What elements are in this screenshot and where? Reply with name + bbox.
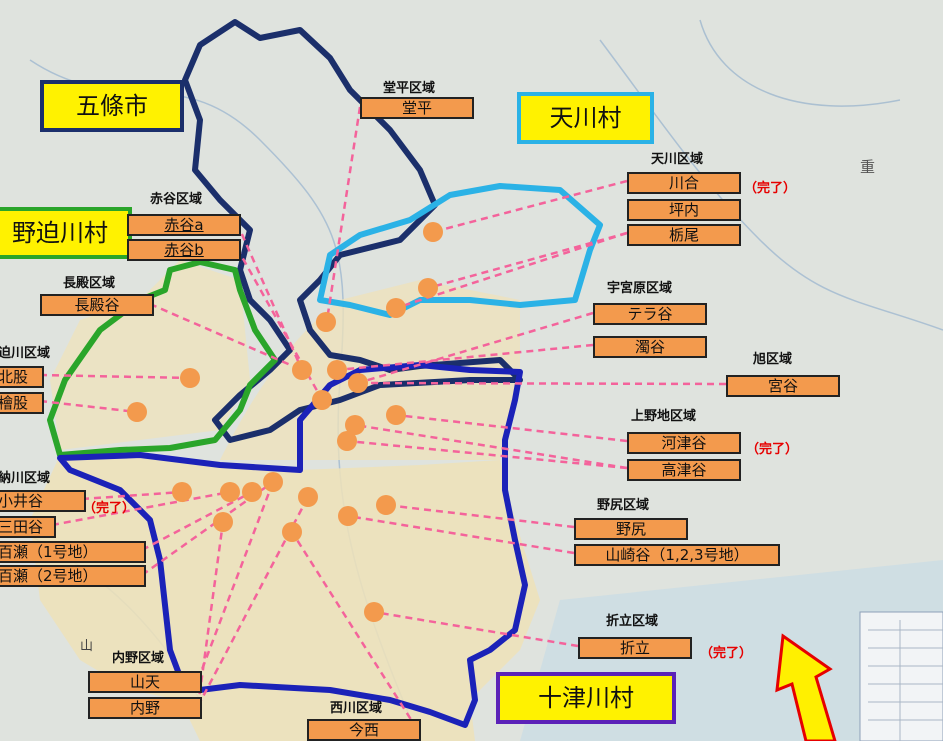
utsuhara-district-title: 宇宮原区域 <box>607 281 673 296</box>
dam-site-marker <box>364 602 384 622</box>
dam-site-marker <box>376 495 396 515</box>
dam-site-marker <box>327 360 347 380</box>
nojiri-site-box: 野尻 <box>574 518 688 540</box>
nishikawa-district-title: 西川区域 <box>330 701 383 716</box>
dam-site-marker <box>298 487 318 507</box>
teradani-site-box: テラ谷 <box>593 303 707 325</box>
dam-site-marker <box>418 278 438 298</box>
oritachi-completed-label: （完了） <box>700 646 753 661</box>
nosegawa-village-label: 野迫川村 <box>0 207 132 259</box>
legend-grid-lines <box>868 620 943 741</box>
tsubouchi-site-box: 坪内 <box>627 199 741 221</box>
dam-site-marker <box>312 390 332 410</box>
hinokimata-site-box: 檜股 <box>0 392 44 414</box>
totsukawa-village-label: 十津川村 <box>496 672 676 724</box>
leader-line <box>81 490 183 501</box>
momose-1-site-box: 百瀬（1号地） <box>0 541 146 563</box>
leader-line <box>290 531 419 730</box>
dam-site-marker <box>172 482 192 502</box>
leader-line <box>196 521 225 707</box>
dam-site-marker <box>180 368 200 388</box>
leader-line <box>235 247 322 397</box>
nojiri-district-title: 野尻区域 <box>597 498 650 513</box>
dam-site-marker <box>213 512 233 532</box>
kouzudani-completed-label: （完了） <box>746 442 799 457</box>
mitadani-site-box: 三田谷 <box>0 516 56 538</box>
asahi-district-title: 旭区域 <box>753 352 793 367</box>
oritachi-district-title: 折立区域 <box>606 614 659 629</box>
sediment-dam-markers <box>127 222 443 622</box>
yamaten-site-box: 山天 <box>88 671 202 693</box>
dohira-district-title: 堂平区域 <box>383 81 436 96</box>
dam-site-marker <box>337 431 357 451</box>
dohira-site-box: 堂平 <box>360 97 474 119</box>
leader-line <box>432 179 628 234</box>
koidani-completed-label: （完了） <box>83 501 136 516</box>
tenkawa-village-label: 天川村 <box>517 92 654 144</box>
nokawa-district-title: 納川区域 <box>0 471 51 486</box>
leader-line <box>357 311 594 385</box>
leader-line <box>385 503 575 529</box>
leader-line <box>373 610 579 648</box>
dam-site-marker <box>220 482 240 502</box>
nosegawa-boundary <box>47 259 278 458</box>
dam-site-marker <box>242 482 262 502</box>
momose-2-site-box: 百瀬（2号地） <box>0 565 146 587</box>
miyadani-site-box: 宮谷 <box>726 375 840 397</box>
oritachi-site-box: 折立 <box>578 637 692 659</box>
leader-line <box>39 399 138 414</box>
kouzudani-site-box: 河津谷 <box>627 432 741 454</box>
dam-site-marker <box>386 405 406 425</box>
kaminochi-district-title: 上野地区域 <box>631 409 697 424</box>
dam-site-marker <box>386 298 406 318</box>
leader-line <box>39 373 191 380</box>
gojo-city-label: 五條市 <box>40 80 184 132</box>
yamazakidani-site-box: 山崎谷（1,2,3号地） <box>574 544 780 566</box>
tenkawa-district-title: 天川区域 <box>651 152 704 167</box>
dam-site-marker <box>263 472 283 492</box>
dam-site-marker <box>292 360 312 380</box>
koidani-site-box: 小井谷 <box>0 490 86 512</box>
leader-line <box>395 413 628 443</box>
prefecture-label: 重 <box>860 158 876 176</box>
uchino-district-title: 内野区域 <box>112 651 165 666</box>
tochio-site-box: 栃尾 <box>627 224 741 246</box>
nagatono-site-box: 長殿谷 <box>40 294 154 316</box>
nigoridani-site-box: 濁谷 <box>593 336 707 358</box>
dam-site-marker <box>127 402 147 422</box>
dam-site-marker <box>316 312 336 332</box>
leader-line <box>354 423 628 470</box>
legend-panel <box>859 611 943 741</box>
kawai-site-box: 川合 <box>627 172 741 194</box>
study-area-fill <box>30 454 540 741</box>
uchino-site-box: 内野 <box>88 697 202 719</box>
akadani-b-site-box: 赤谷b <box>127 239 241 261</box>
totsukawa-boundary <box>57 362 528 728</box>
leader-line <box>427 231 628 290</box>
kawai-completed-label: （完了） <box>744 181 797 196</box>
kitamata-district-title: 迫川区域 <box>0 346 51 361</box>
kitamata-site-box: 北股 <box>0 366 44 388</box>
leader-line <box>357 381 727 386</box>
dam-site-marker <box>348 373 368 393</box>
leader-line <box>336 343 594 372</box>
dam-site-marker <box>338 506 358 526</box>
leader-line <box>51 490 231 527</box>
leader-line <box>149 302 303 372</box>
dam-site-marker <box>423 222 443 242</box>
north-arrow-icon <box>775 633 837 741</box>
nagatono-district-title: 長殿区域 <box>63 276 116 291</box>
leader-line <box>395 231 628 310</box>
akadani-a-site-box: 赤谷a <box>127 214 241 236</box>
dam-site-marker <box>282 522 302 542</box>
dam-site-marker <box>345 415 365 435</box>
leader-line <box>141 490 253 552</box>
leader-line <box>346 439 628 470</box>
map-terrain-label: 山 <box>80 639 94 654</box>
imanishi-site-box: 今西 <box>307 719 421 741</box>
takatsudani-site-box: 高津谷 <box>627 459 741 481</box>
leader-line <box>347 514 575 555</box>
akadani-district-title: 赤谷区域 <box>150 192 203 207</box>
